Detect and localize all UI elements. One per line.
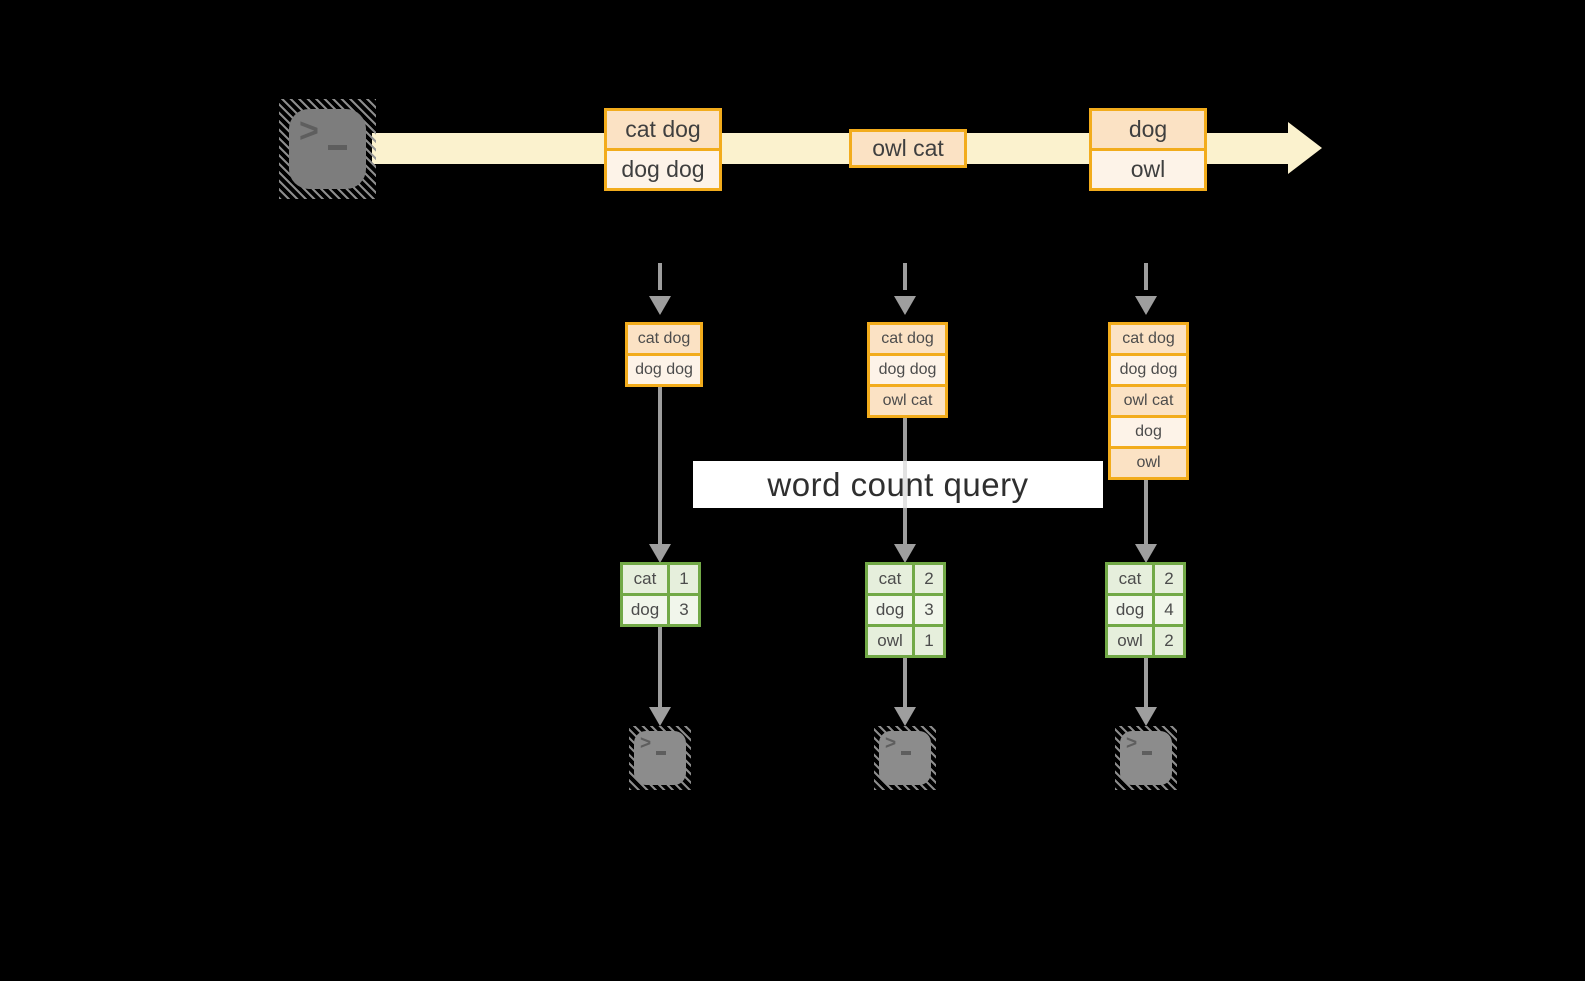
sink-terminal-icon: > — [1115, 726, 1177, 790]
input-line: cat dog — [628, 325, 700, 353]
query-arrow-line — [1144, 480, 1148, 546]
prompt-chevron-glyph: > — [299, 112, 319, 150]
count-cell: 2 — [1155, 627, 1183, 655]
terminal-screen: > — [634, 731, 686, 785]
input-line: owl cat — [870, 387, 945, 415]
count-cell: 1 — [670, 565, 698, 593]
query-arrow-head — [1135, 544, 1157, 563]
query-arrow-head — [649, 544, 671, 563]
input-line: owl — [1111, 449, 1186, 477]
input-line: cat dog — [870, 325, 945, 353]
sink-arrow-line — [903, 658, 907, 709]
input-line: dog dog — [870, 356, 945, 384]
sink-arrow-head — [894, 707, 916, 726]
sink-terminal-icon: > — [629, 726, 691, 790]
input-line: dog dog — [1111, 356, 1186, 384]
dashed-arrow-segment — [658, 263, 662, 290]
dashed-arrow-head — [894, 296, 916, 315]
query-arrow-head — [894, 544, 916, 563]
word-cell: cat — [623, 565, 667, 593]
source-terminal-icon: > — [279, 99, 376, 199]
input-line: dog — [1111, 418, 1186, 446]
count-cell: 2 — [915, 565, 943, 593]
sink-arrow-line — [1144, 658, 1148, 709]
input-line: owl cat — [1111, 387, 1186, 415]
terminal-screen: > — [289, 109, 366, 189]
count-cell: 4 — [1155, 596, 1183, 624]
arrow-passthrough-line — [903, 461, 907, 508]
stream-arrow-head — [1288, 122, 1322, 174]
word-cell: dog — [1108, 596, 1152, 624]
prompt-cursor-glyph — [656, 751, 666, 755]
prompt-cursor-glyph — [1142, 751, 1152, 755]
dashed-arrow-segment — [903, 263, 907, 290]
prompt-cursor-glyph — [328, 145, 347, 150]
query-arrow-line — [658, 387, 662, 546]
input-lines-stack: cat dog dog dog — [625, 322, 703, 387]
prompt-chevron-glyph: > — [885, 733, 897, 754]
input-line: dog dog — [628, 356, 700, 384]
sink-arrow-head — [649, 707, 671, 726]
word-cell: dog — [623, 596, 667, 624]
dashed-arrow-head — [1135, 296, 1157, 315]
sink-arrow-line — [658, 627, 662, 709]
batch-line: dog — [1092, 111, 1204, 148]
terminal-screen: > — [1120, 731, 1172, 785]
count-cell: 1 — [915, 627, 943, 655]
count-cell: 3 — [670, 596, 698, 624]
sink-terminal-icon: > — [874, 726, 936, 790]
batch-line: cat dog — [607, 111, 719, 148]
word-cell: dog — [868, 596, 912, 624]
prompt-chevron-glyph: > — [640, 733, 652, 754]
word-cell: owl — [1108, 627, 1152, 655]
stream-batch-box: owl cat — [849, 129, 967, 168]
batch-line: owl — [1092, 151, 1204, 188]
input-line: cat dog — [1111, 325, 1186, 353]
word-cell: cat — [1108, 565, 1152, 593]
query-label: word count query — [767, 465, 1029, 503]
terminal-screen: > — [879, 731, 931, 785]
input-lines-stack: cat dog dog dog owl cat — [867, 322, 948, 418]
count-cell: 2 — [1155, 565, 1183, 593]
input-lines-stack: cat dog dog dog owl cat dog owl — [1108, 322, 1189, 480]
batch-line: owl cat — [852, 132, 964, 165]
count-cell: 3 — [915, 596, 943, 624]
word-cell: cat — [868, 565, 912, 593]
dashed-arrow-head — [649, 296, 671, 315]
word-cell: owl — [868, 627, 912, 655]
prompt-cursor-glyph — [901, 751, 911, 755]
prompt-chevron-glyph: > — [1126, 733, 1138, 754]
query-label-box: word count query — [693, 461, 1103, 508]
sink-arrow-head — [1135, 707, 1157, 726]
batch-line: dog dog — [607, 151, 719, 188]
dashed-arrow-segment — [1144, 263, 1148, 290]
